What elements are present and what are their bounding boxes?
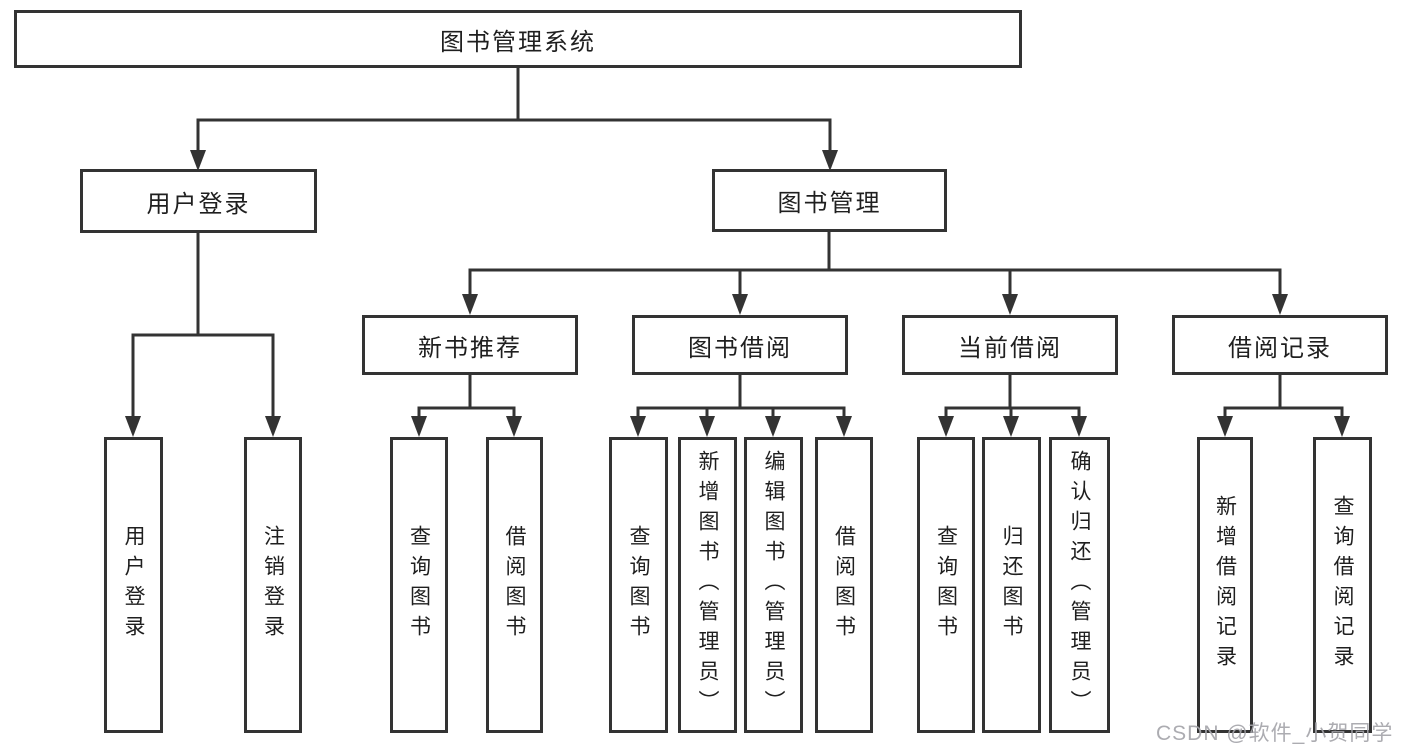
leaf-edit-book-admin: 编辑图书（管理员）: [744, 437, 803, 733]
leaf-add-book-admin: 新增图书（管理员）: [678, 437, 737, 733]
leaf-query-books-current: 查询图书: [917, 437, 975, 733]
leaf-borrow-books-borrowing: 借阅图书: [815, 437, 873, 733]
node-user-login: 用户登录: [80, 169, 317, 233]
node-borrowing-records: 借阅记录: [1172, 315, 1388, 375]
leaf-query-books-borrowing: 查询图书: [609, 437, 668, 733]
node-new-book-recommend: 新书推荐: [362, 315, 578, 375]
node-library-system: 图书管理系统: [14, 10, 1022, 68]
csdn-watermark: CSDN @软件_小贺同学: [1156, 722, 1394, 745]
leaf-confirm-return-admin: 确认归还（管理员）: [1049, 437, 1110, 733]
leaf-query-books-recommend: 查询图书: [390, 437, 448, 733]
node-current-borrowing: 当前借阅: [902, 315, 1118, 375]
leaf-return-books: 归还图书: [982, 437, 1041, 733]
leaf-query-borrow-record: 查询借阅记录: [1313, 437, 1372, 733]
leaf-add-borrow-record: 新增借阅记录: [1197, 437, 1253, 733]
node-book-management: 图书管理: [712, 169, 947, 232]
leaf-user-login: 用户登录: [104, 437, 163, 733]
leaf-borrow-books-recommend: 借阅图书: [486, 437, 543, 733]
node-book-borrowing: 图书借阅: [632, 315, 848, 375]
leaf-logout: 注销登录: [244, 437, 302, 733]
